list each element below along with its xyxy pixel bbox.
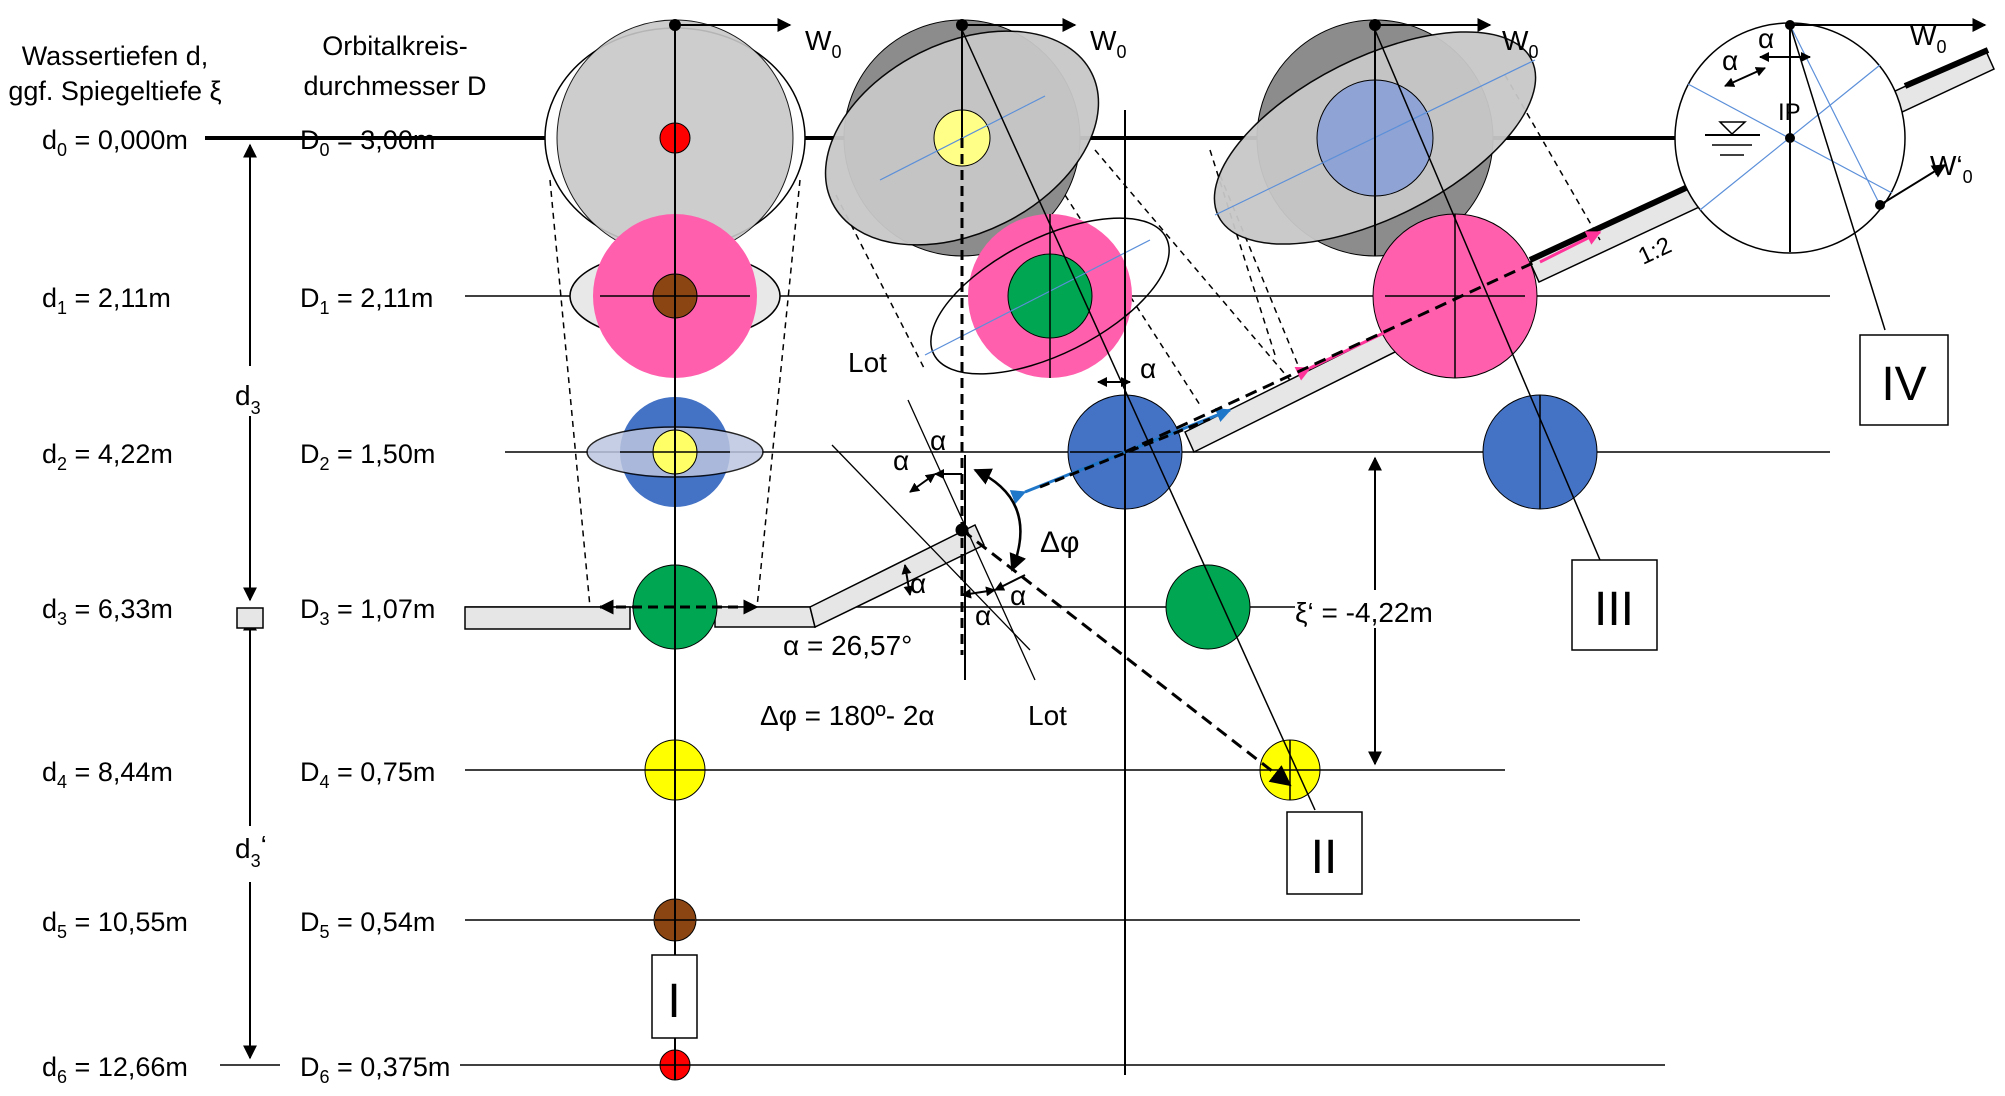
seabed-block-left: [464, 606, 631, 630]
delta-phi-formula: Δφ = 180º- 2α: [760, 700, 935, 731]
column-2-orbits: [824, 19, 1363, 1075]
lot-line-2: [907, 399, 1036, 681]
alpha-col4-a: α: [1722, 45, 1738, 76]
alpha-label-2: α: [930, 425, 946, 456]
roman-label-2: II: [1311, 831, 1338, 884]
diameter-label-0: D0 = 3,00m: [300, 125, 435, 160]
slope-thick-end: [1903, 47, 1990, 89]
lot-line-1: [831, 444, 1031, 651]
w0-prime-label: W‘0: [1930, 150, 1973, 187]
reflection-geometry: [831, 377, 1131, 681]
depth-label-5: d5 = 10,55m: [42, 907, 188, 942]
slope-label: 1:2: [1634, 232, 1676, 271]
roman-box-1: [651, 954, 698, 1039]
alpha-value-label: α = 26,57°: [783, 630, 912, 661]
w0-arrows: [669, 18, 1492, 32]
depth-label-0: d0 = 0,000m: [42, 125, 188, 160]
column-4-orbits: [1674, 18, 1987, 426]
roman-label-4: IV: [1881, 358, 1926, 411]
lot-label-1: Lot: [848, 347, 887, 378]
alpha-label-4: α: [975, 600, 991, 631]
depth-title-line1: Wassertiefen d,: [22, 41, 209, 71]
d3-label: d3: [235, 380, 261, 418]
depth-label-3: d3 = 6,33m: [42, 594, 173, 629]
depth-title-line2: ggf. Spiegeltiefe ξ: [8, 76, 221, 106]
roman-box-3: [1571, 559, 1658, 651]
alpha-label-6: α: [1140, 353, 1156, 384]
column-headers: Wassertiefen d, ggf. Spiegeltiefe ξ Orbi…: [8, 31, 486, 106]
w0-label-4: W0: [1910, 20, 1946, 57]
diameter-label-3: D3 = 1,07m: [300, 594, 435, 629]
w0-label-2: W0: [1090, 25, 1126, 62]
depth-label-2: d2 = 4,22m: [42, 439, 173, 474]
lot-label-2: Lot: [1028, 700, 1067, 731]
d3-label-bg: [228, 366, 274, 416]
water-level-symbol: [1718, 121, 1747, 136]
roman-box-2: [1286, 811, 1363, 895]
depth-label-1: d1 = 2,11m: [42, 283, 171, 318]
roman-box-4: [1859, 334, 1949, 426]
delta-phi-arc: [973, 468, 1026, 572]
w0-prime-arrow: [1879, 164, 1947, 206]
slope-thick-top: [1528, 183, 1692, 263]
diameter-label-6: D6 = 0,375m: [300, 1052, 450, 1087]
depth-labels: d0 = 0,000m d1 = 2,11m d2 = 4,22m d3 = 6…: [42, 125, 188, 1087]
w0-label-3: W0: [1502, 25, 1538, 62]
depth-dimensions: [236, 143, 264, 1060]
xi-label-bg: [1295, 590, 1465, 628]
diameter-labels: D0 = 3,00m D1 = 2,11m D2 = 1,50m D3 = 1,…: [300, 125, 450, 1087]
alpha-col4-b: α: [1758, 23, 1774, 54]
alpha-label-1: α: [893, 445, 909, 476]
d3p-label: d3‘: [235, 830, 267, 871]
seabed-block-mid: [714, 606, 816, 628]
inclined-axis-col4: [1789, 24, 1886, 331]
column-3-orbits: [1124, 19, 1658, 651]
column-1-orbits: [544, 19, 806, 1081]
reflected-dashed-arrow: [961, 528, 1292, 787]
diameter-title-line2: durchmesser D: [303, 71, 486, 101]
d3p-label-bg: [226, 826, 278, 882]
d3-marker-box: [236, 607, 264, 629]
depth-label-4: d4 = 8,44m: [42, 757, 173, 792]
pink-arrow-up: [1539, 230, 1602, 264]
roman-label-3: III: [1594, 583, 1634, 636]
xi-label: ξ‘ = -4,22m: [1295, 597, 1433, 628]
inclined-axis-col3: [1374, 29, 1601, 561]
alpha-label-3: α: [910, 568, 926, 599]
delta-phi-label: Δφ: [1040, 526, 1080, 559]
diameter-label-1: D1 = 2,11m: [300, 283, 433, 318]
inclined-axis-col2: [961, 29, 1316, 811]
alpha-label-5: α: [1010, 580, 1026, 611]
slope-segment-mid: [1184, 328, 1400, 454]
roman-label-1: I: [667, 975, 680, 1028]
ip-label: IP: [1778, 99, 1801, 126]
diameter-label-5: D5 = 0,54m: [300, 907, 435, 942]
diameter-label-4: D4 = 0,75m: [300, 757, 435, 792]
w0-label-1: W0: [805, 25, 841, 62]
orbit-circle-col2-d3: [1165, 564, 1251, 650]
diameter-label-2: D2 = 1,50m: [300, 439, 435, 474]
orbit-ellipse-col2-d1: [930, 217, 1170, 375]
depth-label-6: d6 = 12,66m: [42, 1052, 188, 1087]
diameter-title-line1: Orbitalkreis-: [322, 31, 468, 61]
